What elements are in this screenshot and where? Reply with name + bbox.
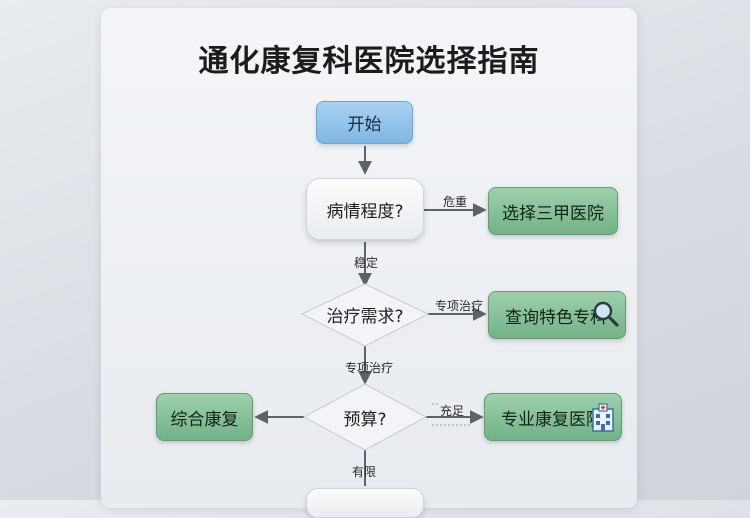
magnifier-icon [593,301,619,327]
decision-diamond-need [300,283,430,347]
outcome-search-special[interactable]: 查询特色专科 [488,291,626,339]
outcome-special-rehab-label: 专业康复医院 [501,409,603,430]
decision-budget-label[interactable]: 预算? [343,409,387,430]
next-node-partial[interactable] [306,488,424,518]
start-node[interactable]: 开始 [316,101,413,144]
outcome-general-rehab[interactable]: 综合康复 [156,393,253,441]
edge-label-severe: 危重 [443,195,468,209]
edge-label-sufficient: 充足 [440,404,465,418]
outcome-search-special-label: 查询特色专科 [505,307,607,328]
hospital-building-icon [592,403,614,432]
decision-diamond-budget [302,383,428,451]
page-title: 通化康复科医院选择指南 [198,44,540,79]
edge-label-special-treatment-down: 专项治疗 [345,361,394,375]
edge-label-special-treatment-right: 专项治疗 [435,299,484,313]
decision-severity-node[interactable]: 病情程度? [306,178,424,240]
edge-label-limited: 有限 [352,465,377,479]
edge-label-stable: 稳定 [354,256,379,270]
flow-connectors [254,146,487,486]
decision-need-label[interactable]: 治疗需求? [326,306,404,327]
outcome-top-hospital[interactable]: 选择三甲医院 [488,187,618,235]
